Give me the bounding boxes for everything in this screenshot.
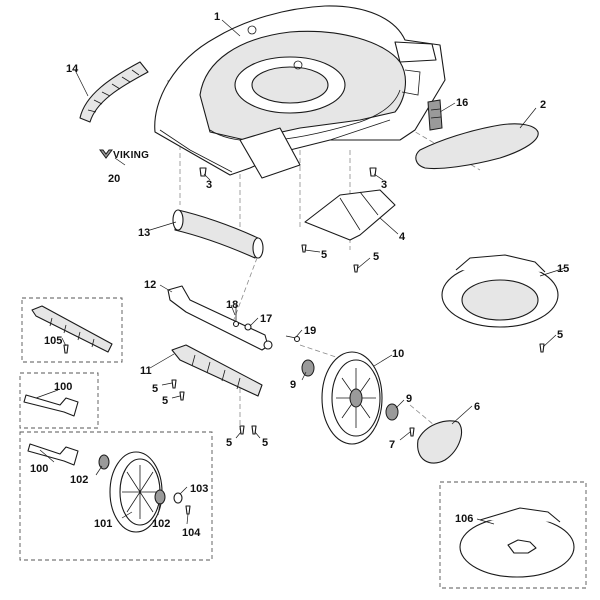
kit-box-106	[439, 481, 587, 589]
side-cover-2	[415, 123, 539, 170]
callout-label: 11	[140, 365, 152, 377]
wheel-cap-6	[417, 420, 463, 464]
callout-label: 102	[70, 474, 88, 486]
callout-label: 106	[455, 513, 473, 525]
callout-label: 5	[162, 395, 168, 407]
lower-plate-15	[441, 254, 559, 328]
washer-102-left	[98, 454, 110, 470]
washer-102-right	[154, 489, 166, 505]
axle-100-bottom	[27, 443, 79, 466]
callout-label: 5	[557, 329, 563, 341]
callout-label: 17	[260, 313, 272, 325]
callout-label: 5	[152, 383, 158, 395]
clip-16	[427, 99, 443, 131]
axle-rod-12	[167, 285, 273, 351]
brand-decal-20: VIKING	[99, 149, 149, 161]
callout-label: 15	[557, 263, 569, 275]
callout-label: 3	[381, 179, 387, 191]
kit-box-101	[19, 431, 213, 561]
callout-label: 104	[182, 527, 201, 539]
callout-labels: 1 2 3 3 4 5 5 5 5 5 5 5 6 7 9 9 10 11 12…	[30, 11, 569, 539]
callout-label: 18	[226, 299, 238, 311]
callout-label: 19	[304, 325, 316, 337]
callout-label: 13	[138, 227, 150, 239]
kit-box-100	[19, 372, 99, 429]
callout-label: 12	[144, 279, 156, 291]
callout-label: 100	[54, 381, 72, 393]
base-plate-106	[459, 507, 575, 578]
mower-deck-housing	[154, 5, 446, 179]
callout-label: 14	[66, 63, 79, 75]
callout-label: 100	[30, 463, 48, 475]
kit-box-105	[21, 297, 123, 363]
bushings-9	[301, 359, 399, 421]
callout-label: 1	[214, 11, 220, 23]
rear-flap-13	[172, 209, 264, 259]
callout-label: 105	[44, 335, 62, 347]
callout-label: 6	[474, 401, 480, 413]
callout-label: 5	[262, 437, 268, 449]
small-pins	[232, 305, 301, 343]
callout-label: 101	[94, 518, 112, 530]
callout-label: 7	[389, 439, 395, 451]
callout-label: 5	[321, 249, 327, 261]
callout-label: 16	[456, 97, 468, 109]
height-adjuster-105	[31, 305, 113, 353]
callout-label: 2	[540, 99, 546, 111]
callout-label: 3	[206, 179, 212, 191]
callout-label: 9	[290, 379, 296, 391]
screws	[63, 167, 545, 515]
callout-label: 10	[392, 348, 404, 360]
callout-label: 5	[226, 437, 232, 449]
wheel-101	[109, 451, 163, 533]
callout-label: 102	[152, 518, 170, 530]
callout-label: 9	[406, 393, 412, 405]
leader-lines	[35, 19, 566, 525]
handle-grip-14	[79, 61, 149, 123]
axle-100-top	[23, 394, 79, 417]
nut-103	[173, 492, 183, 504]
deflector-4	[304, 189, 396, 241]
height-adjuster-11	[171, 344, 263, 397]
callout-label: 5	[373, 251, 379, 263]
callout-label: 20	[108, 173, 120, 185]
brand-logo-text: VIKING	[113, 150, 149, 161]
callout-label: 4	[399, 231, 406, 243]
callout-label: 103	[190, 483, 208, 495]
wheel-10	[321, 351, 383, 445]
